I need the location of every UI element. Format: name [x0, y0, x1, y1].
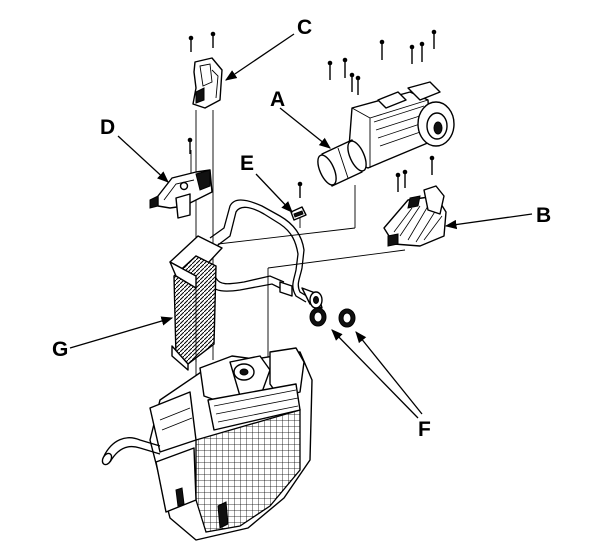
- duct-b: [383, 185, 447, 247]
- callout-e: E: [240, 152, 254, 175]
- callout-b: B: [536, 204, 551, 227]
- callout-g: G: [52, 338, 68, 361]
- leader-f-1: [331, 329, 419, 419]
- leader-e: [255, 173, 293, 213]
- callout-leaders: [69, 33, 533, 419]
- leader-d: [117, 135, 169, 183]
- leader-b: [444, 213, 533, 230]
- o-rings-f: [309, 307, 356, 328]
- clip-e: [290, 206, 307, 221]
- bracket-c: [192, 57, 223, 109]
- callout-c: C: [297, 16, 312, 39]
- bracket-d: [149, 169, 213, 219]
- leader-f-2: [355, 331, 423, 415]
- callout-a: A: [270, 88, 285, 111]
- callout-d: D: [100, 116, 115, 139]
- heater-unit: [101, 347, 313, 541]
- heater-core-g: [169, 235, 223, 371]
- leader-c: [225, 33, 295, 81]
- leader-a: [279, 107, 331, 149]
- leader-g: [69, 316, 174, 349]
- callout-f: F: [418, 418, 431, 441]
- screws: [187, 29, 437, 198]
- duct-a: [317, 81, 455, 187]
